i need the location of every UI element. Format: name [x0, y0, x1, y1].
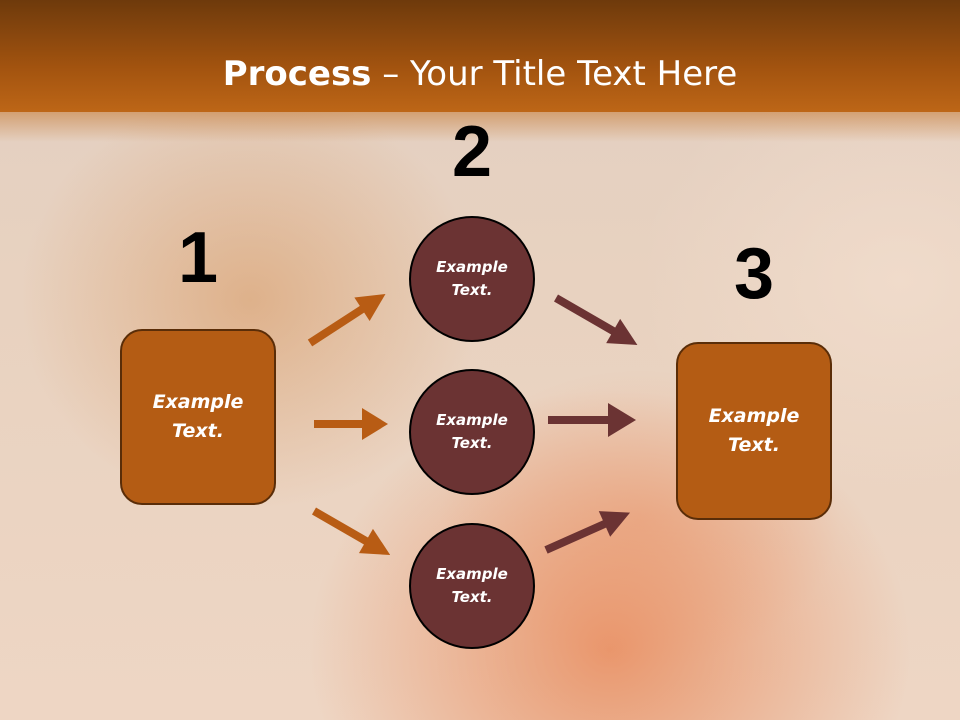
arrow-middle-to-right-icon [548, 403, 636, 437]
arrow-left-to-top-icon [307, 293, 386, 347]
arrow-top-to-right-icon [554, 294, 638, 345]
arrow-left-to-middle-icon [314, 408, 388, 440]
middle-circle[interactable]: Example Text. [409, 369, 535, 495]
arrow-bottom-to-right-icon [544, 511, 631, 554]
top-circle[interactable]: Example Text. [409, 216, 535, 342]
brown-arrows [544, 294, 638, 554]
right-box-text: Example Text. [708, 405, 800, 456]
top-circle-text: Example Text. [436, 258, 508, 299]
bottom-circle[interactable]: Example Text. [409, 523, 535, 649]
slide-title: Process – Your Title Text Here [0, 54, 960, 94]
step-number-3: 3 [733, 234, 775, 314]
step-number-2: 2 [451, 112, 493, 192]
left-box-text: Example Text. [152, 391, 244, 442]
title-bar [0, 0, 960, 112]
left-process-box[interactable]: Example Text. [120, 329, 276, 505]
title-bar-fade [0, 112, 960, 142]
right-process-box[interactable]: Example Text. [676, 342, 832, 520]
step-number-1: 1 [177, 218, 219, 298]
orange-arrows [307, 293, 391, 555]
title-rest: – Your Title Text Here [371, 54, 738, 94]
arrow-left-to-bottom-icon [312, 507, 391, 555]
middle-circle-text: Example Text. [436, 411, 508, 452]
bottom-circle-text: Example Text. [436, 565, 508, 606]
title-bold: Process [222, 54, 372, 94]
